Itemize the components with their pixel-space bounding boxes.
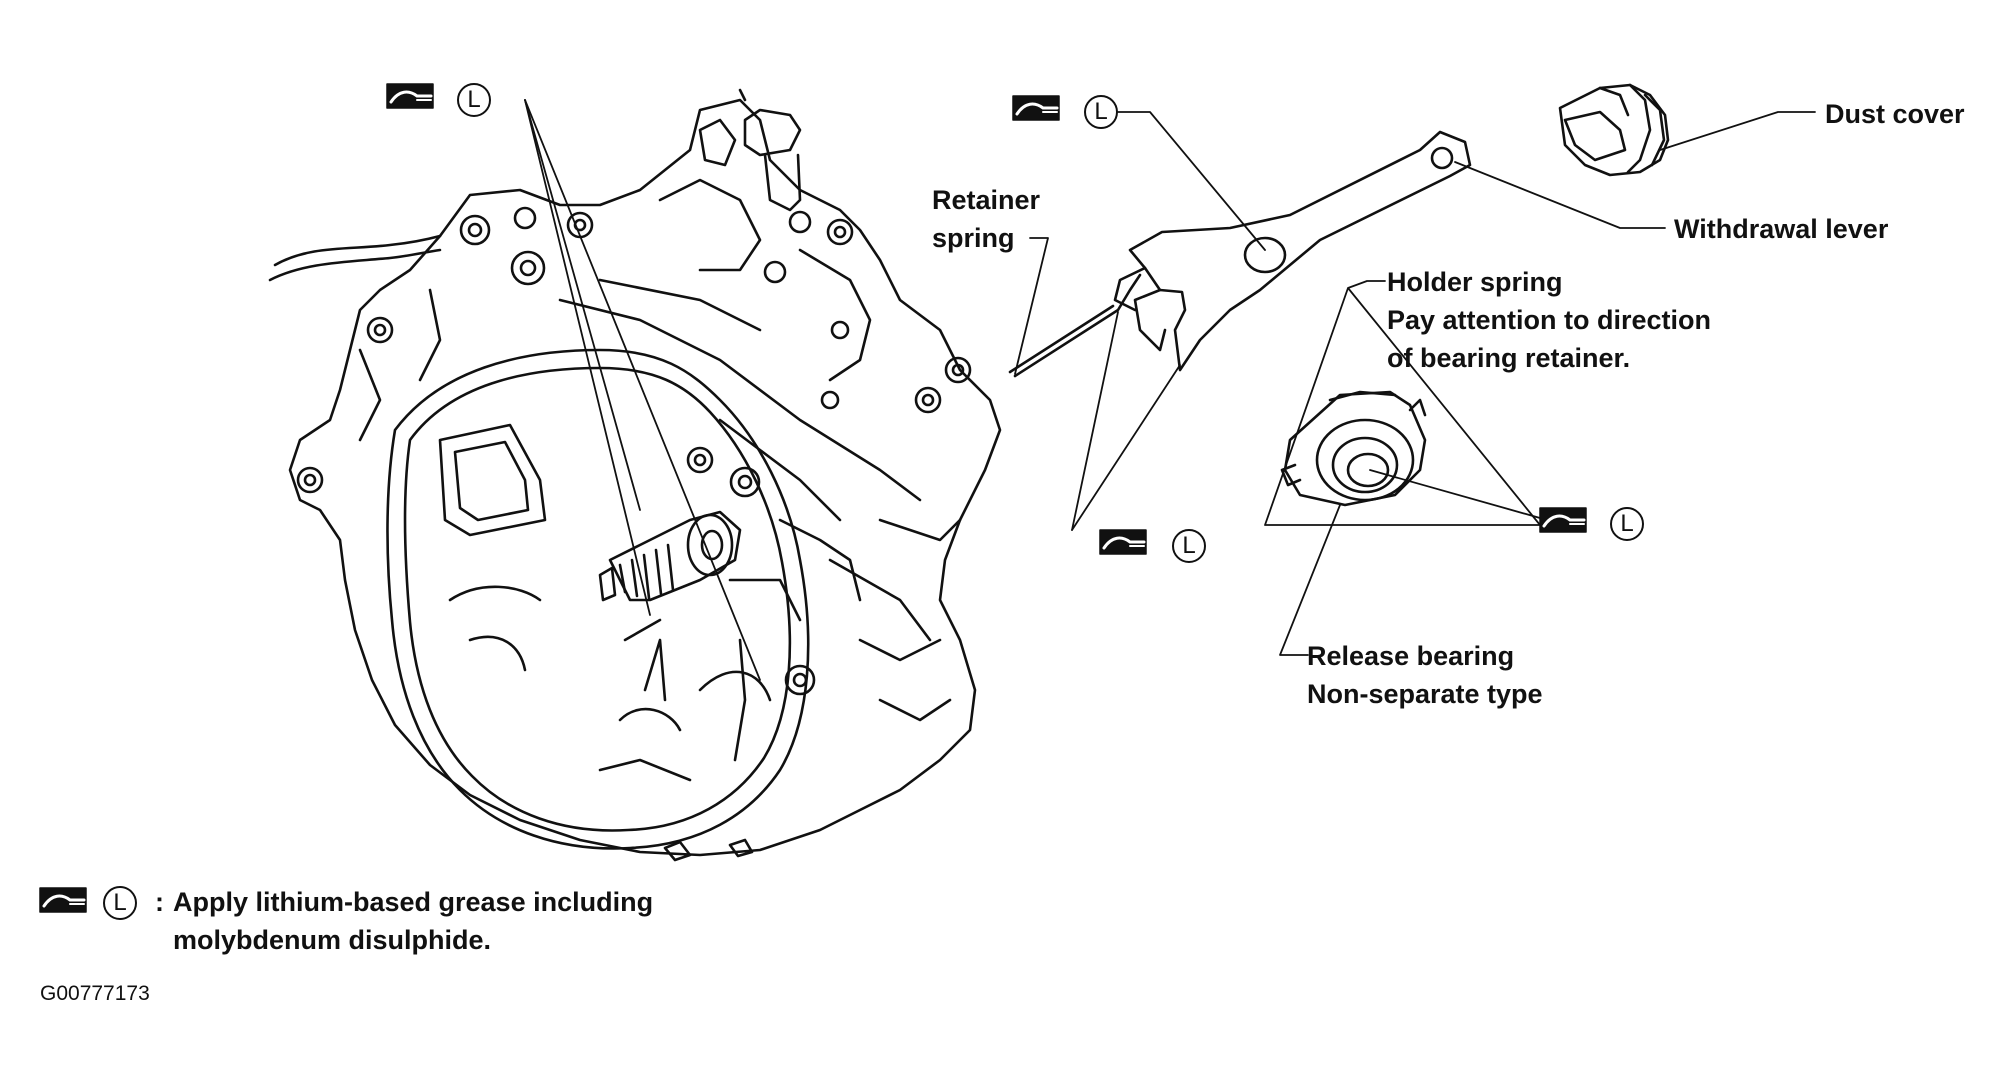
lubricant-symbol: L — [1084, 95, 1118, 129]
holder-spring-label: Holder spring Pay attention to direction… — [1387, 267, 1712, 373]
dust-cover — [1558, 83, 1670, 177]
retainer-spring-label: Retainer spring — [932, 185, 1041, 253]
legend-colon: : — [155, 887, 164, 917]
lubricant-symbol: L — [1172, 529, 1206, 563]
grease-icon-group — [39, 83, 1587, 913]
release-bearing-label: Release bearing Non-separate type — [1307, 641, 1543, 709]
lubricant-symbol: L — [457, 83, 491, 117]
grease-icon — [39, 887, 87, 913]
figure-code: G00777173 — [40, 982, 150, 1005]
grease-icon — [1012, 95, 1060, 121]
grease-icon — [1099, 529, 1147, 555]
withdrawal-lever-label: Withdrawal lever — [1674, 214, 1889, 244]
grease-icon — [386, 83, 434, 109]
withdrawal-lever — [1008, 130, 1472, 378]
dust-cover-label: Dust cover — [1825, 99, 1965, 129]
leader-lines — [524, 99, 1816, 681]
release-bearing — [1280, 390, 1427, 507]
grease-icon — [1539, 507, 1587, 533]
lubricant-symbol: L — [1610, 507, 1644, 541]
legend-text: Apply lithium-based grease including mol… — [173, 887, 654, 955]
transaxle-housing — [268, 88, 1002, 862]
lubricant-symbol: L — [103, 886, 137, 920]
